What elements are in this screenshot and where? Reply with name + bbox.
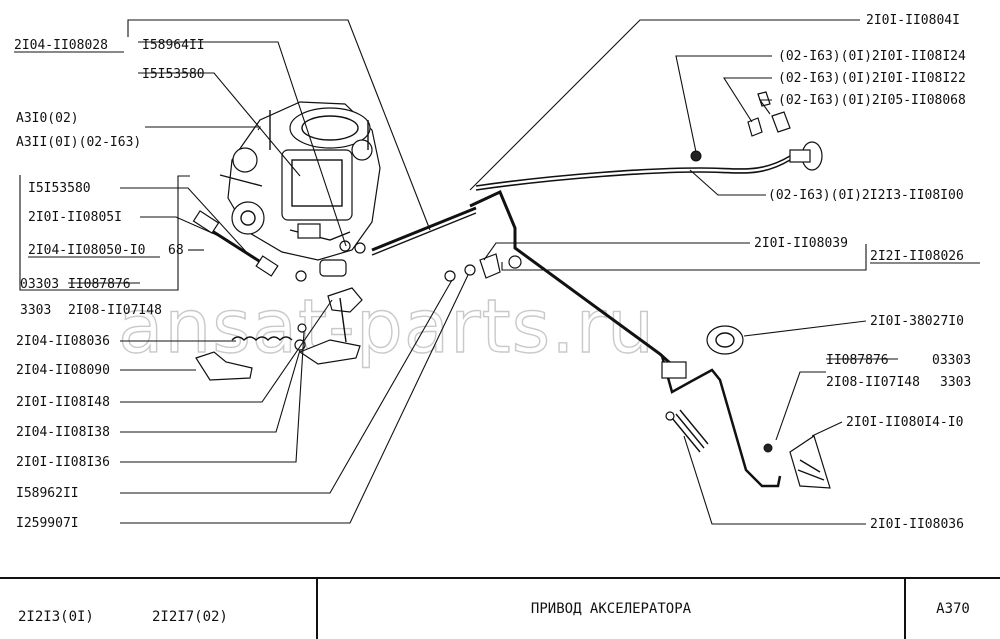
accelerator-cable-drawing (475, 141, 823, 191)
pedal-lever-drawing (469, 189, 782, 488)
label-3303-left: 3303 (20, 303, 51, 318)
clips-drawing (747, 91, 791, 137)
label-3303-right: 3303 (940, 375, 971, 390)
label-2101-1108014-10: 2I0I-II080I4-I0 (846, 415, 963, 430)
label-2101-1108122: (02-I63)(0I)2I0I-II08I22 (778, 71, 966, 86)
label-11087876-left: II087876 (68, 277, 131, 292)
label-2121-1108026: 2I2I-II08026 (870, 249, 964, 264)
throttle-rod-drawing (354, 206, 477, 256)
label-2104-1108028: 2I04-II08028 (14, 38, 108, 53)
label-2101-1108041: 2I0I-II0804I (866, 13, 960, 28)
label-03303-right: 03303 (932, 353, 971, 368)
label-11087876-right: II087876 (826, 353, 889, 368)
right-labels: 2I0I-II0804I (02-I63)(0I)2I0I-II08I24 (0… (754, 13, 980, 532)
label-2101-1108124: (02-I63)(0I)2I0I-II08I24 (778, 49, 966, 64)
label-a311: A3II(0I)(02-I63) (16, 135, 141, 150)
label-2105-1108068: (02-I63)(0I)2I05-II08068 (778, 93, 966, 108)
label-2101-1108148: 2I0I-II08I48 (16, 395, 110, 410)
pedal-pad-drawing (789, 435, 831, 489)
label-a310-02: A3I0(02) (16, 111, 79, 126)
label-21213-1108100: (02-I63)(0I)2I2I3-II08I00 (768, 188, 964, 203)
label-68: 68 (168, 243, 184, 258)
label-2104-1108138: 2I04-II08I38 (16, 425, 110, 440)
models-cell: 2I2I3(0I) 2I2I7(02) (0, 579, 318, 639)
label-15896211: I58962II (16, 486, 79, 501)
page-number: A370 (936, 601, 970, 617)
label-2101-1108036: 2I0I-II08036 (870, 517, 964, 532)
label-2101-1108051: 2I0I-II0805I (28, 210, 122, 225)
label-2108-1107148-left: 2I08-II07I48 (68, 303, 162, 318)
model-21213: 2I2I3(0I) (18, 609, 94, 625)
link-rod-drawing (192, 210, 279, 277)
drawing-title: ПРИВОД АКСЕЛЕРАТОРА (318, 579, 906, 639)
label-2108-1107148-right: 2I08-II07I48 (826, 375, 920, 390)
spring-left-drawing (231, 336, 293, 341)
label-15153580-mid: I5I53580 (28, 181, 91, 196)
carburetor-drawing (219, 101, 381, 261)
label-2101-1108039: 2I0I-II08039 (754, 236, 848, 251)
label-12599071: I259907I (16, 516, 79, 531)
label-2101-1108136: 2I0I-II08I36 (16, 455, 110, 470)
small-parts-drawing (294, 240, 476, 351)
label-15153580-top: I5I53580 (142, 67, 205, 82)
title-block: 2I2I3(0I) 2I2I7(02) ПРИВОД АКСЕЛЕРАТОРА … (0, 577, 1000, 639)
bracket-plates-drawing (195, 287, 363, 381)
model-21217: 2I2I7(02) (152, 609, 228, 625)
leader-lines (19, 19, 867, 525)
left-labels: 2I04-II08028 I58964II I5I53580 A3I0(02) … (14, 38, 205, 531)
label-2104-1108036: 2I04-II08036 (16, 334, 110, 349)
label-2104-1108050-10: 2I04-II08050-I0 (28, 243, 145, 258)
label-2101-3802710: 2I0I-38027I0 (870, 314, 964, 329)
label-03303-left: 03303 (20, 277, 59, 292)
label-15896411: I58964II (142, 38, 205, 53)
pedal-spring-drawing (665, 409, 709, 453)
label-2104-1108090: 2I04-II08090 (16, 363, 110, 378)
boot-drawing (706, 325, 773, 453)
